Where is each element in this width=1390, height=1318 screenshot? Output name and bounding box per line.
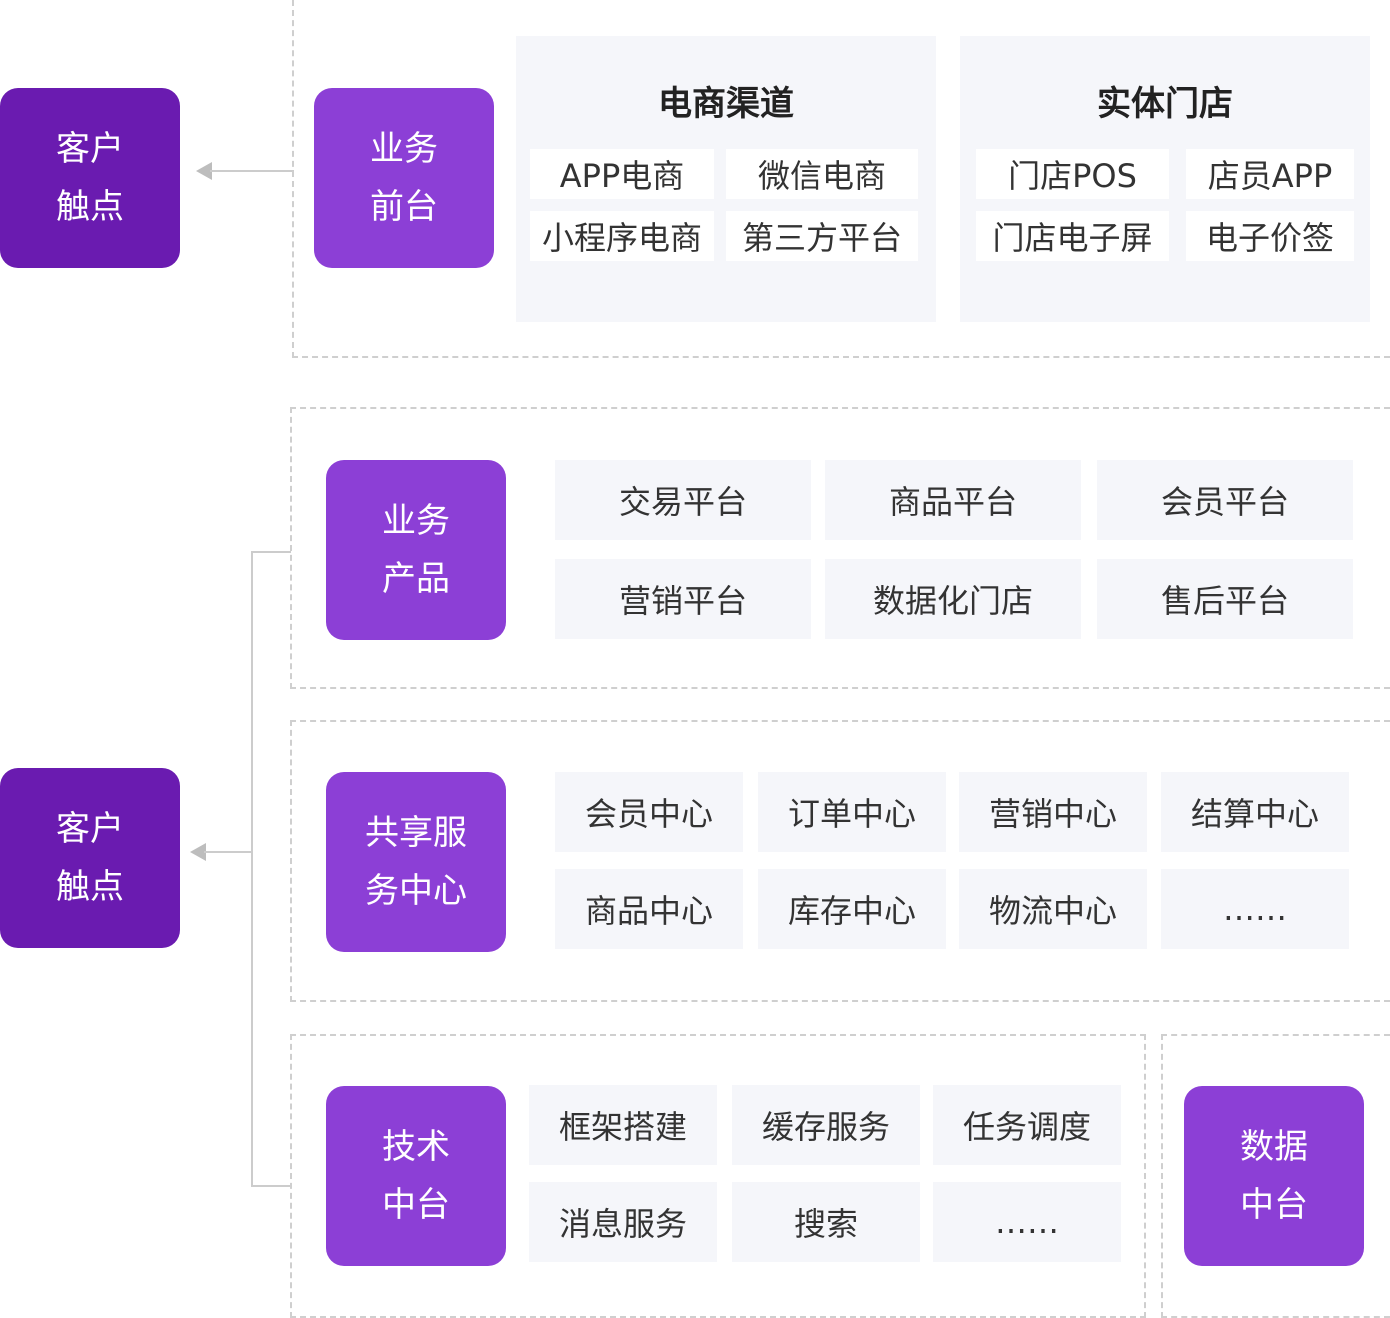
tech-chip: 消息服务 bbox=[529, 1182, 717, 1262]
tech-chip: 任务调度 bbox=[933, 1085, 1121, 1165]
arrow-left-icon bbox=[196, 162, 212, 180]
service-chip: 物流中心 bbox=[959, 869, 1147, 949]
service-chip: 结算中心 bbox=[1161, 772, 1349, 852]
channel-chip: 第三方平台 bbox=[726, 211, 918, 261]
service-chip: 订单中心 bbox=[758, 772, 946, 852]
channel-chip: APP电商 bbox=[530, 149, 714, 199]
connector-trunk bbox=[251, 551, 253, 1187]
connector-line bbox=[251, 551, 291, 553]
store-panel: 实体门店 门店POS 店员APP 门店电子屏 电子价签 bbox=[960, 36, 1370, 322]
data-platform-label: 数据 中台 bbox=[1184, 1086, 1364, 1266]
panel-title: 实体门店 bbox=[1097, 84, 1233, 124]
product-chip: 交易平台 bbox=[555, 460, 811, 540]
product-chip: 售后平台 bbox=[1097, 559, 1353, 639]
service-chip: 营销中心 bbox=[959, 772, 1147, 852]
product-chip: 数据化门店 bbox=[825, 559, 1081, 639]
product-chip: 商品平台 bbox=[825, 460, 1081, 540]
panel-title: 电商渠道 bbox=[658, 84, 794, 124]
tech-chip: 搜索 bbox=[732, 1182, 920, 1262]
service-chip: 会员中心 bbox=[555, 772, 743, 852]
label-line2: 中台 bbox=[1240, 1185, 1308, 1225]
label-line1: 业务 bbox=[370, 129, 438, 169]
customer-touch-line2: 触点 bbox=[56, 867, 124, 907]
ecommerce-panel: 电商渠道 APP电商 微信电商 小程序电商 第三方平台 bbox=[516, 36, 936, 322]
customer-touch-line2: 触点 bbox=[56, 187, 124, 227]
data-platform-section bbox=[1161, 1034, 1390, 1318]
channel-chip: 小程序电商 bbox=[530, 211, 714, 261]
service-chip: 商品中心 bbox=[555, 869, 743, 949]
service-chip: …… bbox=[1161, 869, 1349, 949]
service-chip: 库存中心 bbox=[758, 869, 946, 949]
channel-chip: 微信电商 bbox=[726, 149, 918, 199]
label-line1: 业务 bbox=[382, 501, 450, 541]
tech-chip: 缓存服务 bbox=[732, 1085, 920, 1165]
label-line2: 产品 bbox=[382, 559, 450, 599]
tech-section bbox=[290, 1034, 1146, 1318]
products-label: 业务 产品 bbox=[326, 460, 506, 640]
connector-line bbox=[251, 1185, 291, 1187]
label-line1: 共享服 bbox=[365, 813, 467, 853]
channel-chip: 门店电子屏 bbox=[976, 211, 1169, 261]
frontend-label: 业务 前台 bbox=[314, 88, 494, 268]
arrow-left-icon bbox=[190, 843, 206, 861]
product-chip: 营销平台 bbox=[555, 559, 811, 639]
tech-label: 技术 中台 bbox=[326, 1086, 506, 1266]
shared-section bbox=[290, 720, 1390, 1002]
channel-chip: 店员APP bbox=[1186, 149, 1354, 199]
channel-chip: 门店POS bbox=[976, 149, 1169, 199]
label-line1: 技术 bbox=[382, 1127, 450, 1167]
shared-label: 共享服 务中心 bbox=[326, 772, 506, 952]
customer-touch-box-bottom: 客户 触点 bbox=[0, 768, 180, 948]
products-section bbox=[290, 407, 1390, 689]
label-line2: 前台 bbox=[370, 187, 438, 227]
label-line1: 数据 bbox=[1240, 1127, 1308, 1167]
frontend-section bbox=[292, 0, 1390, 358]
connector-line bbox=[204, 851, 252, 853]
channel-chip: 电子价签 bbox=[1186, 211, 1354, 261]
product-chip: 会员平台 bbox=[1097, 460, 1353, 540]
customer-touch-box-top: 客户 触点 bbox=[0, 88, 180, 268]
tech-chip: 框架搭建 bbox=[529, 1085, 717, 1165]
label-line2: 中台 bbox=[382, 1185, 450, 1225]
customer-touch-line1: 客户 bbox=[56, 129, 124, 169]
label-line2: 务中心 bbox=[365, 871, 467, 911]
customer-touch-line1: 客户 bbox=[56, 809, 124, 849]
connector-line bbox=[210, 170, 294, 172]
tech-chip: …… bbox=[933, 1182, 1121, 1262]
